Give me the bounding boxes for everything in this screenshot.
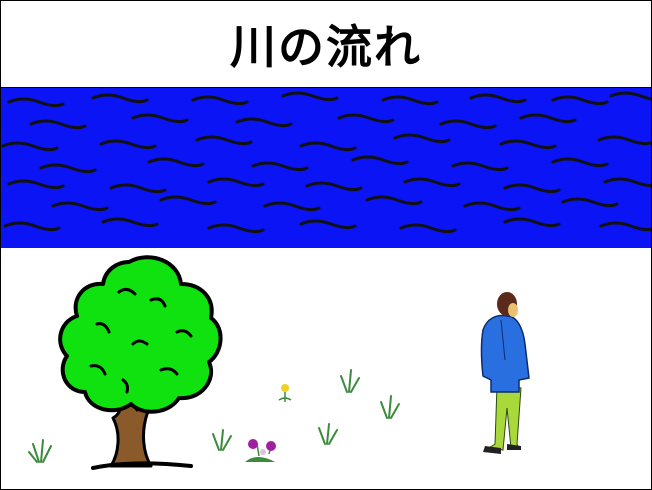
grass-tuft-1 [28, 439, 52, 463]
wave-marks [1, 91, 651, 234]
riverbank-scene [28, 255, 530, 470]
grass-tuft-4 [340, 369, 360, 393]
grass-tuft-icon [28, 369, 400, 463]
slide-title: 川の流れ [230, 20, 422, 74]
river-waves-icon [1, 88, 651, 248]
flower-yellow [278, 384, 292, 402]
title-divider [1, 87, 651, 88]
flower-purple [245, 439, 276, 462]
grass-tuft-3 [318, 423, 338, 445]
flower-icon [245, 384, 292, 462]
grass-tuft-5 [380, 395, 400, 419]
person-icon [480, 292, 530, 454]
grass-tuft-2 [212, 429, 232, 451]
tree-icon [58, 255, 223, 470]
